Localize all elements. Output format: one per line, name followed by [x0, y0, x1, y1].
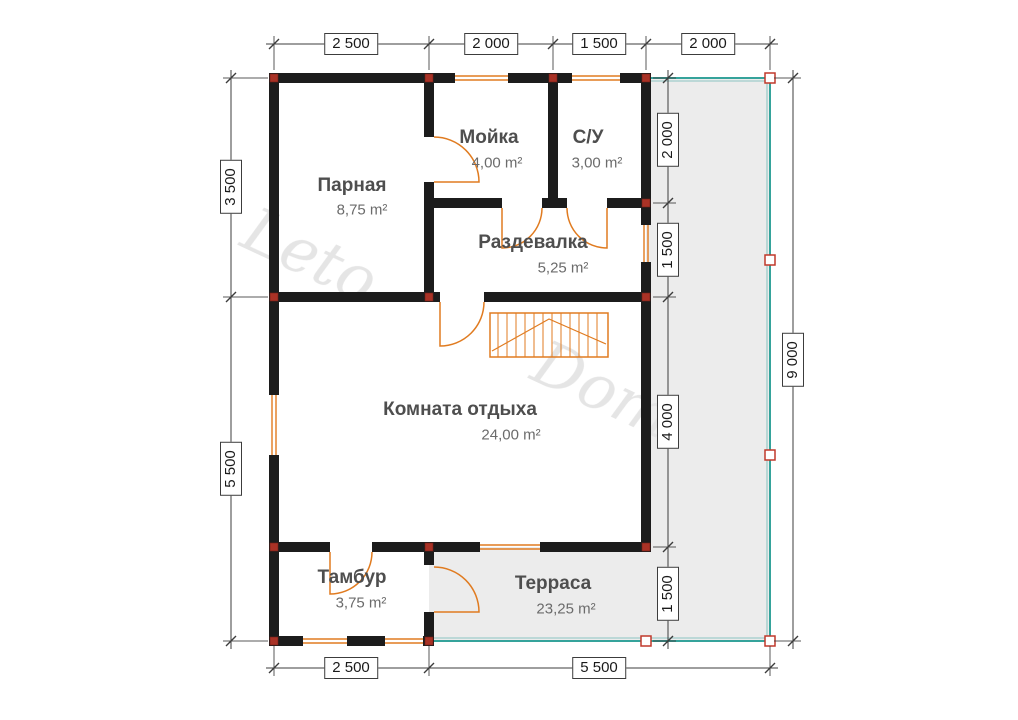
door-entrance-tambur [433, 566, 480, 613]
dim-bottom-2: 5 500 [572, 657, 626, 679]
stairs-treads [497, 313, 598, 357]
windows [271, 75, 649, 644]
room-name-komnata-otdyha: Комната отдыха [383, 399, 537, 420]
stairs-outline [489, 312, 609, 358]
room-area-komnata-otdyha: 24,00 m² [481, 426, 541, 444]
room-area-tambur: 3,75 m² [335, 594, 387, 612]
dim-left-1: 3 500 [220, 160, 242, 214]
door-tambur-komnata [329, 551, 373, 595]
dim-top-2: 2 000 [464, 33, 518, 55]
room-name-moyka: Мойка [459, 127, 519, 148]
terrace-bottom-strip [429, 547, 646, 641]
window-right-razdevalka [643, 225, 649, 262]
window-komnata-terrace [480, 544, 540, 550]
wall-posts [269, 73, 651, 646]
room-area-parnaya: 8,75 m² [336, 201, 388, 219]
dimension-lines [223, 36, 801, 676]
dim-bottom-1: 2 500 [324, 657, 378, 679]
door-razdevalka-komnata [439, 301, 485, 347]
dim-top-3: 1 500 [572, 33, 626, 55]
terrace-border-inner [434, 80, 768, 639]
dim-right-inner-2: 1 500 [657, 223, 679, 277]
dim-extension-lines [223, 36, 801, 676]
dim-top-1: 2 500 [324, 33, 378, 55]
window-top-su [572, 75, 620, 81]
door-su-razdevalka [566, 207, 608, 249]
dim-right-inner-3: 4 000 [657, 395, 679, 449]
stairs-break-line [491, 318, 607, 352]
room-area-terrasa: 23,25 m² [536, 600, 596, 618]
door-parnaya-moyka [433, 136, 480, 183]
dim-ticks [225, 38, 799, 674]
dim-left-2: 5 500 [220, 442, 242, 496]
room-name-terrasa: Терраса [514, 573, 592, 594]
room-name-razdevalka: Раздевалка [478, 232, 588, 253]
window-tambur-1 [303, 638, 347, 644]
room-area-su: 3,00 m² [571, 154, 623, 172]
room-area-moyka: 4,00 m² [471, 154, 523, 172]
room-name-tambur: Тамбур [317, 567, 387, 588]
window-tambur-2 [385, 638, 423, 644]
terrace-border-outer [434, 77, 771, 642]
stairs [489, 312, 609, 358]
window-top-moyka [455, 75, 508, 81]
dim-main-lines [230, 43, 794, 669]
dim-right-inner-1: 2 000 [657, 113, 679, 167]
door-moyka-razdevalka [501, 207, 543, 249]
window-left-komnata [271, 395, 277, 455]
doors [329, 136, 608, 613]
dim-top-4: 2 000 [681, 33, 735, 55]
dim-right-inner-4: 1 500 [657, 567, 679, 621]
room-name-su: С/У [572, 127, 604, 148]
room-name-parnaya: Парная [317, 175, 387, 196]
dim-right-outer-total: 9 000 [782, 333, 804, 387]
room-area-razdevalka: 5,25 m² [537, 259, 589, 277]
